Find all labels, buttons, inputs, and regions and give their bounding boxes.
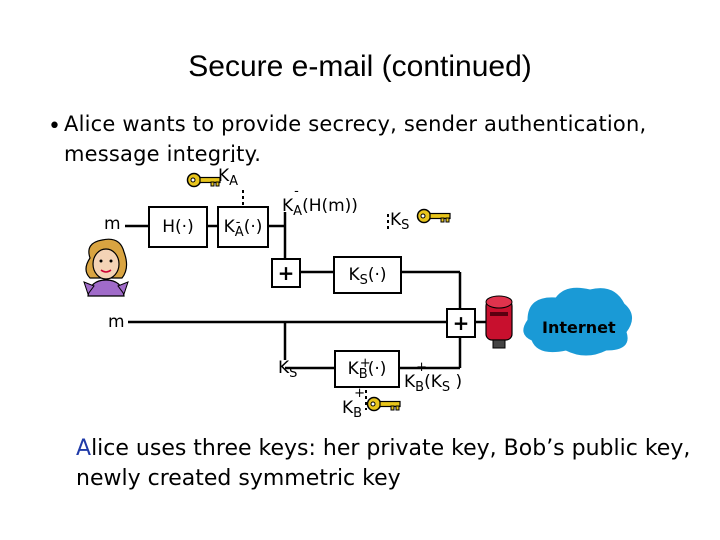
bottom-summary-text: Alice uses three keys: her private key, … xyxy=(76,434,696,494)
key-argument: (H(m)) xyxy=(302,196,358,216)
bob-public-key-label: KB + xyxy=(342,386,365,421)
sign-function-label: KA-(·) xyxy=(219,208,267,248)
key-icon xyxy=(186,172,221,188)
bottom-first-letter: A xyxy=(76,436,92,461)
key-letter: K xyxy=(282,196,294,216)
key-argument: (·) xyxy=(367,359,387,379)
key-letter: K xyxy=(218,166,230,186)
plus-sign: + xyxy=(277,261,295,285)
key-subscript: B xyxy=(353,406,363,421)
session-key-bottom-label: KS xyxy=(278,358,298,381)
key-subscript: B xyxy=(358,367,368,382)
message-input-label: m xyxy=(104,214,121,234)
key-argument: (·) xyxy=(367,265,387,285)
key-letter: K xyxy=(223,217,235,237)
internet-label: Internet xyxy=(542,318,616,337)
key-icon xyxy=(366,396,401,412)
bottom-rest-text: lice uses three keys: her private key, B… xyxy=(76,436,691,491)
message-lower-label: m xyxy=(108,312,125,332)
key-letter: K xyxy=(347,359,359,379)
key-superscript: + xyxy=(354,386,366,401)
bullet-text: Alice wants to provide secrecy, sender a… xyxy=(64,112,647,166)
hash-function-box: H(·) xyxy=(148,206,208,248)
key-superscript: + xyxy=(359,356,371,371)
key-subscript: A xyxy=(234,225,244,240)
session-encrypt-label: KS(·) xyxy=(335,258,400,294)
key-argument: (K xyxy=(424,372,442,392)
sign-function-box: KA-(·) xyxy=(217,206,269,248)
key-superscript: - xyxy=(230,154,235,169)
key-letter: K xyxy=(404,372,416,392)
key-superscript: + xyxy=(416,360,428,375)
key-subscript: B xyxy=(415,380,425,395)
key-letter: K xyxy=(342,398,354,418)
key-subscript: S xyxy=(289,366,298,381)
bullet-marker: • xyxy=(48,114,61,139)
key-subscript: A xyxy=(229,174,239,189)
concat-plus-top: + xyxy=(271,258,301,288)
hash-function-label: H(·) xyxy=(162,217,194,237)
session-encrypt-box: KS(·) xyxy=(333,256,402,294)
key-subscript: S xyxy=(441,380,451,395)
key-subscript: S xyxy=(359,273,368,288)
page-title: Secure e-mail (continued) xyxy=(188,50,532,83)
bob-encrypt-box: KB+(·) xyxy=(334,350,400,388)
key-argument-end: ) xyxy=(450,372,463,392)
key-letter: K xyxy=(390,210,402,230)
session-key-label: KS xyxy=(390,210,410,233)
key-icon xyxy=(416,208,451,224)
alice-private-key-label: KA - xyxy=(218,154,239,189)
key-subscript: S xyxy=(401,218,410,233)
plus-sign: + xyxy=(452,311,470,335)
key-superscript: - xyxy=(294,184,299,199)
encrypted-session-key-label: KB +(KS ) xyxy=(404,360,463,395)
key-subscript: A xyxy=(293,204,303,219)
key-letter: K xyxy=(278,358,290,378)
signed-hash-label: KA -(H(m)) xyxy=(282,184,358,219)
bob-encrypt-label: KB+(·) xyxy=(336,352,398,388)
key-argument: (·) xyxy=(243,217,263,237)
concat-plus-right: + xyxy=(446,308,476,338)
key-superscript: - xyxy=(235,215,241,230)
key-letter: K xyxy=(348,265,360,285)
